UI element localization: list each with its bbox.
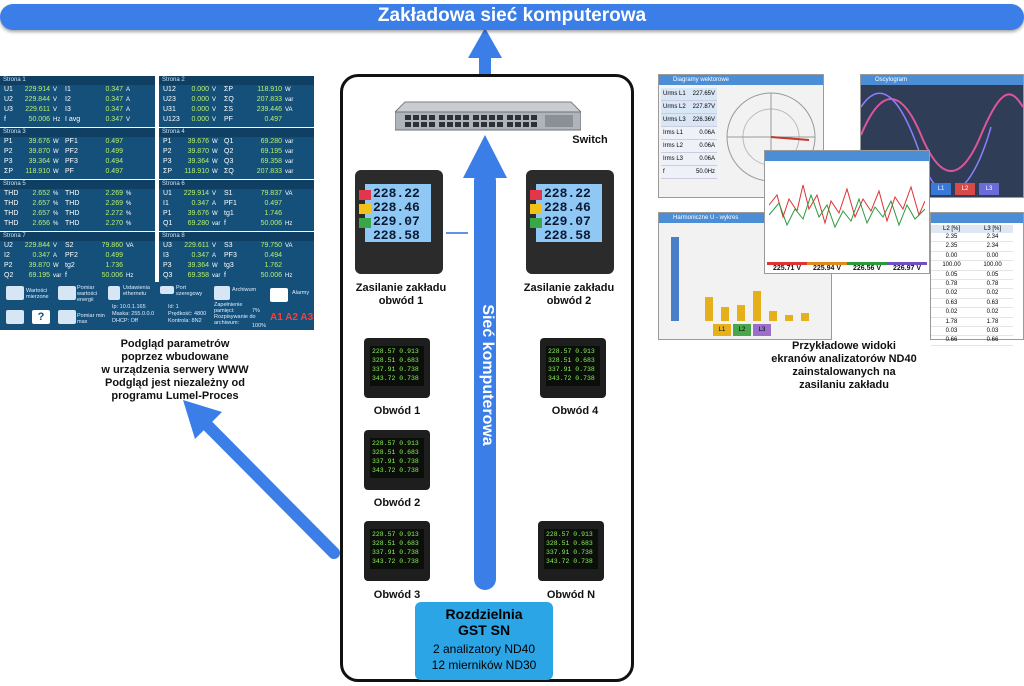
corporate-network-title: Zakładowa sieć komputerowa [377,5,647,26]
analyzer-value: 229.07 [544,214,591,229]
corporate-network-bar [0,4,1024,30]
meter-nd30-circuit-n: 228.57 0.913 328.51 0.683 337.91 0.738 3… [538,521,604,581]
network-trunk-label: Sieć komputerowa [479,304,496,446]
ethernet-settings-button[interactable]: Ustawienia ethernetu [123,285,150,297]
network-switch [395,101,581,131]
switchgear-subtitle: GST SN [457,622,511,638]
meter-nd30-circuit-4: 228.57 0.913 328.51 0.683 337.91 0.738 3… [540,338,606,398]
analyzer-value: 228.46 [544,200,591,215]
min-max-button[interactable]: Pomiar min max [77,313,105,325]
circuit-n-label: Obwód N [546,589,596,601]
serial-port-icon[interactable] [160,286,174,294]
screens-caption: Przykładowe widoki ekranów analizatorów … [771,340,917,391]
harmonics-bars [671,237,809,321]
switchgear-line-2: 12 mierników ND30 [431,658,537,672]
analyzer-value: 228.58 [373,228,420,243]
grid-icon[interactable] [6,310,24,324]
min-max-icon[interactable] [58,310,76,324]
switchgear-line-1: 2 analizatory ND40 [432,642,536,656]
trend-value: 226.97 V [887,262,927,272]
web-panel-menu: Wartości mierzone Pomiar wartości energi… [0,282,314,330]
circuit-4-label: Obwód 4 [551,405,599,417]
analyzer-value: 228.22 [373,186,420,201]
trend-value: 226.56 V [847,262,887,272]
circuit-3-label: Obwód 3 [373,589,421,601]
serial-port-button[interactable]: Port szeregowy [176,285,203,297]
trend-value: 225.94 V [807,262,847,272]
switch-label: Switch [572,134,608,146]
trend-value: 225.71 V [767,262,807,272]
analyzer-value: 228.22 [544,186,591,201]
meter-nd30-circuit-3: 228.57 0.913 328.51 0.683 337.91 0.738 3… [364,521,430,581]
web-panel-arrow [183,400,340,559]
meter-nd30-circuit-2: 228.57 0.913 328.51 0.683 337.91 0.738 3… [364,430,430,490]
switchgear-box: Rozdzielnia GST SN 2 analizatory ND40 12… [415,602,553,680]
analyzer-screen [536,184,602,242]
circuit-1-label: Obwód 1 [373,405,421,417]
energy-button[interactable]: Pomiar wartości energii [77,285,98,303]
alarms-button[interactable]: Alarmy [292,290,310,296]
measured-values-button[interactable]: Wartości mierzone [26,288,49,300]
energy-icon[interactable] [58,286,76,300]
archive-icon[interactable] [214,286,230,300]
measured-values-icon[interactable] [6,286,24,300]
analyzer-nd40-feed-1: 228.22 228.46 229.07 228.58 [355,170,443,274]
web-panel-caption: Podgląd parametrów poprzez wbudowane w u… [101,338,249,402]
circuit-2-label: Obwód 2 [373,497,421,509]
analyzer-nd40-feed-2: 228.22 228.46 229.07 228.58 [526,170,614,274]
trend-plot [769,184,925,229]
analyzer-value: 228.58 [544,228,591,243]
alarm-icon[interactable] [270,288,288,302]
analyzer-value: 228.46 [373,200,420,215]
ethernet-icon[interactable] [108,286,120,300]
switchgear-title: Rozdzielnia [445,606,523,622]
archive-button[interactable]: Archiwum [232,287,257,293]
help-icon[interactable]: ? [32,310,50,324]
analyzer-screen [365,184,431,242]
analyzer-value: 229.07 [373,214,420,229]
meter-nd30-circuit-1: 228.57 0.913 328.51 0.683 337.91 0.738 3… [364,338,430,398]
alarm-code: A1 A2 A3 [270,312,314,323]
